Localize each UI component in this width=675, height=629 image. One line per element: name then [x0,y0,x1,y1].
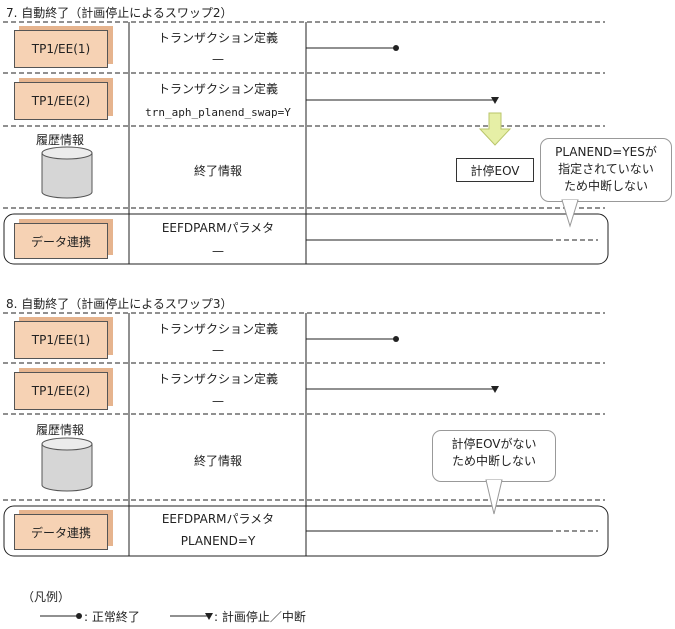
planned-stop-marker [491,97,499,104]
legend-planned-stop-icon [205,613,213,620]
row-value: — [212,343,224,357]
database-cylinder-icon [41,437,93,492]
history-label: 履歴情報 [36,423,85,437]
row-label: トランザクション定義 [157,372,278,386]
normal-end-marker [393,336,399,342]
data-link-frame [3,213,609,265]
down-arrow-icon [478,112,512,146]
system-box-tp1ee1: TP1/EE(1) [14,321,114,359]
system-box-tp1ee2: TP1/EE(2) [14,82,114,120]
row-value: trn_aph_planend_swap=Y [145,106,291,119]
section-title: 7. 自動終了（計画停止によるスワップ2） [6,6,233,20]
row-label: トランザクション定義 [157,322,278,336]
row-label: トランザクション定義 [157,31,278,45]
row-label: EEFDPARMパラメタ [161,221,275,235]
row-value: — [212,244,224,258]
data-link-frame [3,505,609,557]
system-box-datalink: データ連携 [14,223,114,259]
row-value: — [212,52,224,66]
row-value: — [212,394,224,408]
callout-bubble: PLANEND=YESが 指定されていない ため中断しない [540,138,672,202]
row-label: 終了情報 [193,164,242,178]
row-value: PLANEND=Y [180,534,256,548]
planned-stop-marker [491,386,499,393]
section-title: 8. 自動終了（計画停止によるスワップ3） [6,297,233,311]
normal-end-marker [393,45,399,51]
row-label: トランザクション定義 [157,82,278,96]
system-box-tp1ee2: TP1/EE(2) [14,372,114,410]
row-label: 終了情報 [193,454,242,468]
row-label: EEFDPARMパラメタ [161,512,275,526]
legend-title: （凡例） [22,590,71,604]
system-box-tp1ee1: TP1/EE(1) [14,30,114,68]
legend-normal-end-icon [76,613,82,619]
database-cylinder-icon [41,146,93,199]
system-box-datalink: データ連携 [14,514,114,550]
legend-normal-end: : 正常終了 [84,610,140,624]
eov-label: 計停EOV [456,158,534,182]
history-label: 履歴情報 [36,133,85,147]
legend-planned-stop: : 計画停止／中断 [214,610,306,624]
